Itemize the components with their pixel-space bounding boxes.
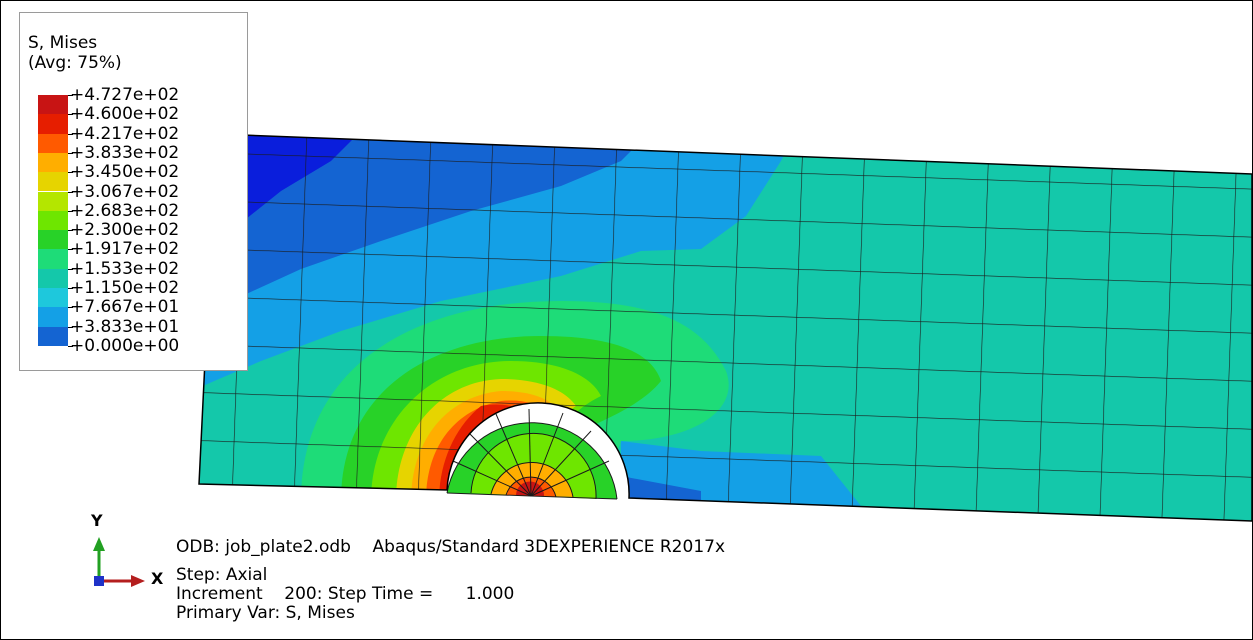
legend-tick (68, 210, 73, 212)
legend-swatch (38, 249, 68, 269)
legend-tick (68, 152, 73, 154)
legend-value: +7.667e+01 (70, 297, 180, 318)
plate-contours (199, 134, 1252, 521)
legend-tick (68, 230, 73, 232)
legend-tick (68, 288, 73, 289)
odb-info: ODB: job_plate2.odb Abaqus/Standard 3DEX… (176, 537, 726, 557)
x-axis-label: X (151, 569, 164, 588)
legend-tick (68, 191, 73, 193)
legend-tick (68, 268, 73, 270)
legend-value: +3.833e+02 (70, 142, 180, 163)
legend-value: +1.533e+02 (70, 258, 180, 279)
legend-value: +3.067e+02 (70, 181, 180, 202)
legend-value: +1.917e+02 (70, 239, 180, 260)
y-axis-label: Y (91, 511, 103, 530)
legend-swatch (38, 172, 68, 192)
step-info: Step: Axial (176, 565, 268, 585)
legend-value: +3.833e+01 (70, 316, 180, 337)
legend-swatch (38, 268, 68, 288)
legend-value: +2.300e+02 (70, 220, 180, 241)
legend-swatch (38, 230, 68, 250)
legend-swatch (38, 114, 68, 134)
legend-tick (68, 95, 73, 96)
increment-info: Increment 200: Step Time = 1.000 (176, 584, 515, 604)
legend-title: S, Mises (28, 33, 98, 53)
legend-tick (68, 172, 73, 174)
legend-tick (68, 133, 73, 135)
legend-swatch (38, 307, 68, 327)
legend-swatch (38, 210, 68, 231)
legend-value: +0.000e+00 (70, 335, 180, 356)
legend-swatch (38, 326, 68, 346)
axis-triad[interactable]: Y X (81, 511, 171, 591)
legend-value: +4.727e+02 (70, 85, 180, 105)
legend-value: +3.450e+02 (70, 162, 180, 183)
legend-tick (68, 249, 73, 251)
legend-swatch (38, 133, 68, 153)
legend-tick (68, 114, 73, 116)
legend-swatch (38, 95, 68, 115)
primary-var-info: Primary Var: S, Mises (176, 603, 355, 623)
legend-tick (68, 345, 73, 347)
legend-value: +4.600e+02 (70, 104, 180, 125)
contour-legend: S, Mises (Avg: 75%) +4.727e+02+4.600e+02… (19, 12, 248, 371)
legend-value: +2.683e+02 (70, 200, 180, 221)
legend-value: +4.217e+02 (70, 123, 180, 144)
triad-arrows-icon (93, 537, 145, 587)
legend-subtitle: (Avg: 75%) (28, 53, 122, 73)
legend-tick (68, 326, 73, 328)
legend-swatch (38, 152, 68, 173)
legend-tick (68, 307, 73, 309)
hole-region (446, 408, 618, 500)
legend-swatch (38, 288, 68, 308)
legend-swatch (38, 191, 68, 211)
legend-value: +1.150e+02 (70, 278, 180, 298)
